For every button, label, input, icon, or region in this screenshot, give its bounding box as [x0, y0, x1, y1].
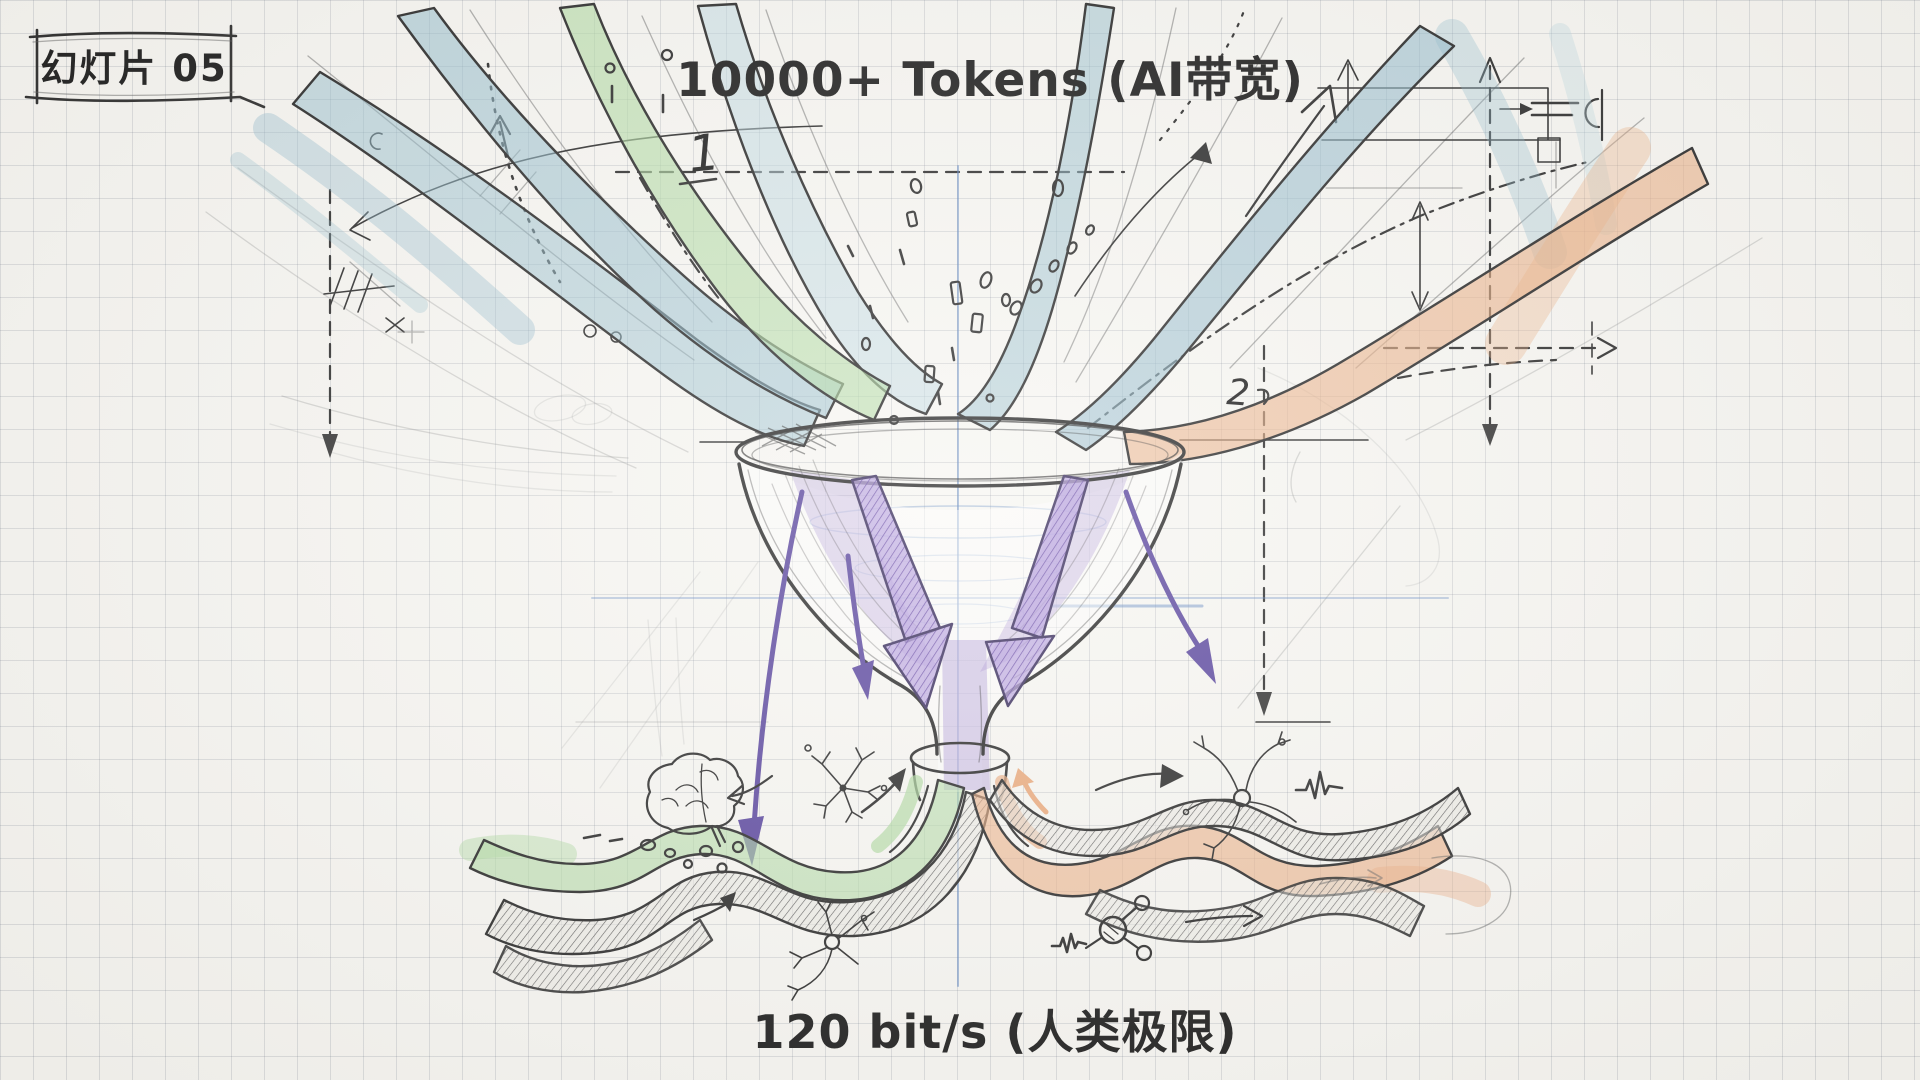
input-streams	[291, 2, 1710, 466]
out-wash-green-neck	[871, 775, 923, 853]
funnel-wall-left	[737, 462, 939, 756]
stream-band-blue-light	[696, 2, 944, 416]
token-bits	[604, 48, 1096, 426]
molecule-icon	[1084, 894, 1153, 962]
sketches	[645, 731, 1344, 1001]
out-stream-gray-right-lower	[1084, 876, 1426, 943]
neuron-icon-left	[787, 899, 875, 1001]
neuron-icon-small	[804, 744, 888, 823]
dot-trail	[582, 833, 745, 874]
arc-arrow-big-head	[1244, 104, 1326, 218]
stream-blue-light-1	[696, 2, 944, 416]
funnel-icon	[734, 416, 1186, 802]
stream-band-green	[558, 2, 892, 422]
funnel-rim-crosshatch	[754, 423, 837, 455]
washes-blue	[230, 19, 1567, 345]
annotation-number-2: 2	[1225, 372, 1251, 414]
out-faint-loop	[1431, 855, 1512, 935]
output-arrows	[692, 764, 1383, 928]
tally-marks	[323, 261, 425, 344]
funnel-spout	[909, 741, 1011, 775]
title-caption: 10000+ Tokens (AI带宽)	[676, 53, 1304, 108]
out-stream-gray-right-upper	[988, 778, 1472, 862]
neuron-icon-right	[1182, 731, 1297, 861]
slide-label-box: 幻灯片 05	[24, 24, 266, 109]
out-stream-gray-left-lower	[492, 918, 714, 994]
ekg-spike-icon-right	[1294, 770, 1344, 800]
annotations: 1 2	[678, 123, 1270, 415]
ekg-spike-icon-left	[1050, 932, 1088, 954]
stream-blue-4	[1054, 24, 1456, 452]
purple-arrow-big-left-head	[882, 622, 954, 710]
funnel-rim	[734, 416, 1186, 488]
stream-band-blue	[291, 2, 1456, 452]
slide-label: 幻灯片 05	[40, 47, 227, 90]
stream-blue-3	[956, 2, 1116, 432]
bottom-caption: 120 bit/s (人类极限)	[753, 1005, 1238, 1059]
stream-band-orange	[1122, 146, 1710, 466]
stream-green-1	[558, 2, 892, 422]
annotation-number-1: 1	[685, 123, 723, 184]
out-stream-gray-left	[484, 790, 992, 956]
capacitor-icon	[1499, 88, 1604, 163]
output-streams	[459, 764, 1512, 994]
purple-arrow-big-right-head	[984, 634, 1056, 708]
funnel-wall-right	[981, 462, 1183, 756]
stream-orange-1	[1122, 146, 1710, 466]
brain-icon	[645, 752, 744, 848]
purple-flow-arrows	[738, 474, 1216, 866]
arc-arrow-mid-right	[1074, 151, 1203, 297]
